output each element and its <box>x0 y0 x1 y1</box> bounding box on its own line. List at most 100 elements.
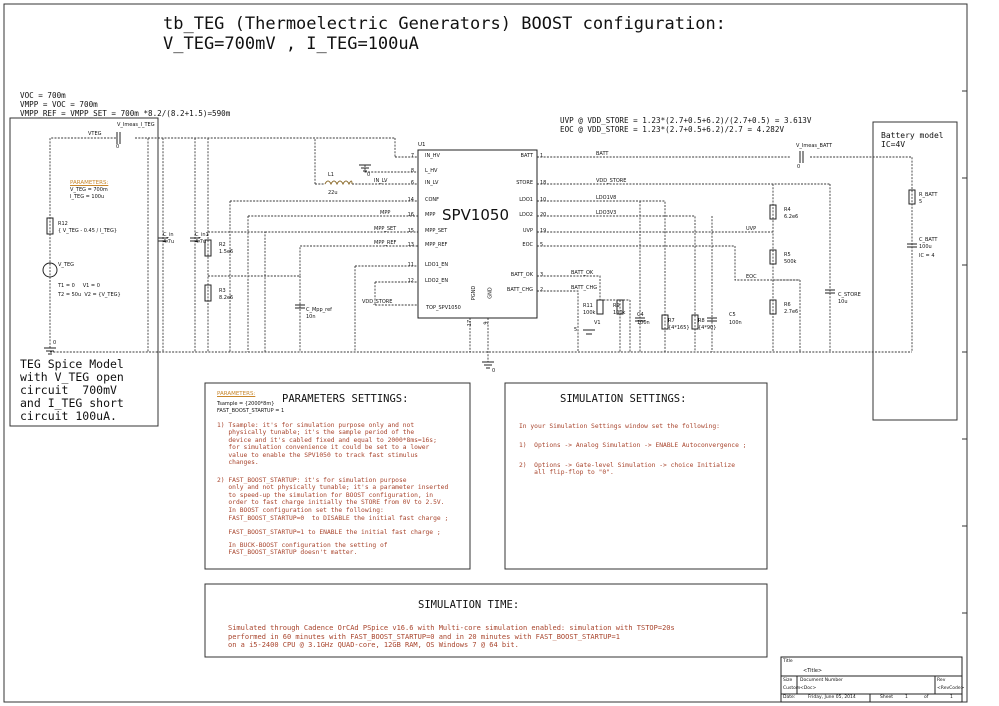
tb-title-label: Title <box>783 659 793 664</box>
r6-name: R6 <box>784 302 791 308</box>
battery-ic-label: IC=4V <box>881 140 906 149</box>
schematic-title-line2: V_TEG=700mV , I_TEG=100uA <box>163 34 419 54</box>
r7-value: {4*165} <box>668 325 690 331</box>
c4-name: C4 <box>637 312 644 318</box>
chip-part: TOP_SPV1050 <box>426 305 461 311</box>
tb-sheet-total: 1 <box>950 695 953 700</box>
vteg-params-2: T2 = 50u V2 = {V_TEG} <box>58 292 121 298</box>
teg-note-4: and I_TEG short <box>20 396 124 410</box>
chip-pin-number: 6 <box>410 180 414 186</box>
chip-pin-number: 3 <box>540 272 544 278</box>
chip-pin-name: CONF <box>425 197 440 203</box>
param-note-4: FAST_BOOST_STARTUP=1 to ENABLE the initi… <box>217 529 441 536</box>
net-uvp: UVP <box>746 226 757 232</box>
chip-pin-name: LDO1_EN <box>425 262 449 268</box>
r4-value: 6.2e6 <box>784 214 799 220</box>
vteg-source <box>42 262 58 278</box>
parameters-panel <box>204 382 471 570</box>
param-tsample: Tsample = {2000*8m} <box>217 401 275 407</box>
v1-name: V1 <box>594 320 601 326</box>
chip-pin-name: LDO2 <box>519 212 533 218</box>
net-batt: BATT <box>596 151 609 157</box>
r12-resistor <box>46 217 54 235</box>
chip-pin-number: 13 <box>407 242 414 248</box>
r3-name: R3 <box>219 288 226 294</box>
tb-title-value: <Title> <box>803 668 823 674</box>
chip-pin-name: MPP_REF <box>425 242 448 248</box>
param-note-3: FAST_BOOST_STARTUP=0 to DISABLE the init… <box>217 515 449 522</box>
cbatt-value: 100u <box>919 244 932 250</box>
cbatt-ic: IC = 4 <box>919 253 935 259</box>
params1-title: PARAMETERS: <box>70 180 109 186</box>
r9-value: 100k <box>613 310 626 316</box>
net-vmeas-batt: V_Imeas_BATT <box>796 143 832 149</box>
components <box>42 132 917 369</box>
chip-pin-number: 7 <box>410 153 414 159</box>
r12-name: R12 <box>58 221 68 227</box>
teg-note-3: circuit 700mV <box>20 383 117 397</box>
simulation-time-panel <box>204 583 768 658</box>
r8-value: {4*90} <box>698 325 717 331</box>
chip-pin-number: 8 <box>410 168 414 174</box>
net-vteg: VTEG <box>88 131 102 137</box>
chip-pin-number: 18 <box>540 180 547 186</box>
param-note-1: 1) Tsample: it's for simulation purpose … <box>217 422 437 467</box>
sim-option-1: 1) Options -> Analog Simulation -> ENABL… <box>519 442 747 449</box>
tb-rev-label: Rev <box>937 678 946 683</box>
schematic-title-line1: tb_TEG (Thermoelectric Generators) BOOST… <box>163 14 726 34</box>
chip-pin-name: LDO2_EN <box>425 278 449 284</box>
chip-pin-name: BATT <box>520 153 533 159</box>
sheet-border <box>3 3 968 703</box>
net-eoc: EOC <box>746 274 757 280</box>
eq-right-2: EOC @ VDD_STORE = 1.23*(2.7+0.5+6.2)/2.7… <box>560 125 785 134</box>
simulation-settings-panel <box>504 382 768 570</box>
l1-name: L1 <box>328 172 334 178</box>
param-panel-title: PARAMETERS SETTINGS: <box>282 393 409 405</box>
title-block <box>780 656 963 703</box>
sim-panel-intro: In your Simulation Settings window set t… <box>519 423 720 430</box>
c4-value: 100n <box>637 320 650 326</box>
chip-pin-number: 1 <box>540 153 544 159</box>
r12-value: { V_TEG - 0.45 / I_TEG} <box>58 228 118 234</box>
eq-left-1: VOC = 700m <box>20 91 66 100</box>
sim-panel-title: SIMULATION SETTINGS: <box>560 393 687 405</box>
net-vmeas-teg: V_Imeas_I_TEG <box>117 122 155 128</box>
cstore-name: C_STORE <box>838 292 861 298</box>
net-mpp: MPP <box>380 210 391 216</box>
r9-name: R9 <box>613 303 620 309</box>
chip-bottom-pin-name: GND <box>487 287 494 299</box>
tb-of-label: of <box>924 695 929 700</box>
cin-value: 4.7u <box>163 239 175 245</box>
teg-model-box <box>9 117 159 427</box>
chip-pin-number: 16 <box>407 212 414 218</box>
cbatt-name: C_BATT <box>919 237 938 243</box>
sim-time-text: Simulated through Cadence OrCAd PSpice v… <box>228 624 675 650</box>
tb-sheet-label: Sheet <box>880 695 894 700</box>
chip-pin-name: UVP <box>522 228 533 234</box>
params1-iteg: I_TEG = 100u <box>70 194 105 200</box>
r8-name: R8 <box>698 318 705 324</box>
param-note-2: 2) FAST_BOOST_STARTUP: it's for simulati… <box>217 477 449 514</box>
r4-name: R4 <box>784 207 791 213</box>
r11-value: 100k <box>583 310 596 316</box>
tb-size-label: Size <box>783 678 793 683</box>
chip-pin-number: 12 <box>407 278 414 284</box>
cin1-value: 4.7u <box>195 239 207 245</box>
chip-pin-name: MPP_SET <box>425 228 448 234</box>
r7-name: R7 <box>668 318 675 324</box>
vmeas-batt-zero: 0 <box>797 164 801 170</box>
r3-value: 8.2e6 <box>219 295 234 301</box>
net-vdd-store: VDD_STORE <box>596 178 627 184</box>
zone-ticks <box>962 90 967 614</box>
net-mpp-set: MPP_SET <box>374 226 397 232</box>
r2-value: 1.5e6 <box>219 249 234 255</box>
spv1050-chip[interactable] <box>417 149 538 319</box>
chip-bottom-pin-number: 9 <box>483 321 490 325</box>
chip-pin-number: 11 <box>407 262 414 268</box>
chip-pin-name: LDO1 <box>519 197 533 203</box>
teg-note-5: circuit 100uA. <box>20 409 117 423</box>
tb-rev-value: <RevCode> <box>937 686 965 691</box>
cmpp-value: 10n <box>306 314 316 320</box>
eq-left-2: VMPP = VOC = 700m <box>20 100 98 109</box>
